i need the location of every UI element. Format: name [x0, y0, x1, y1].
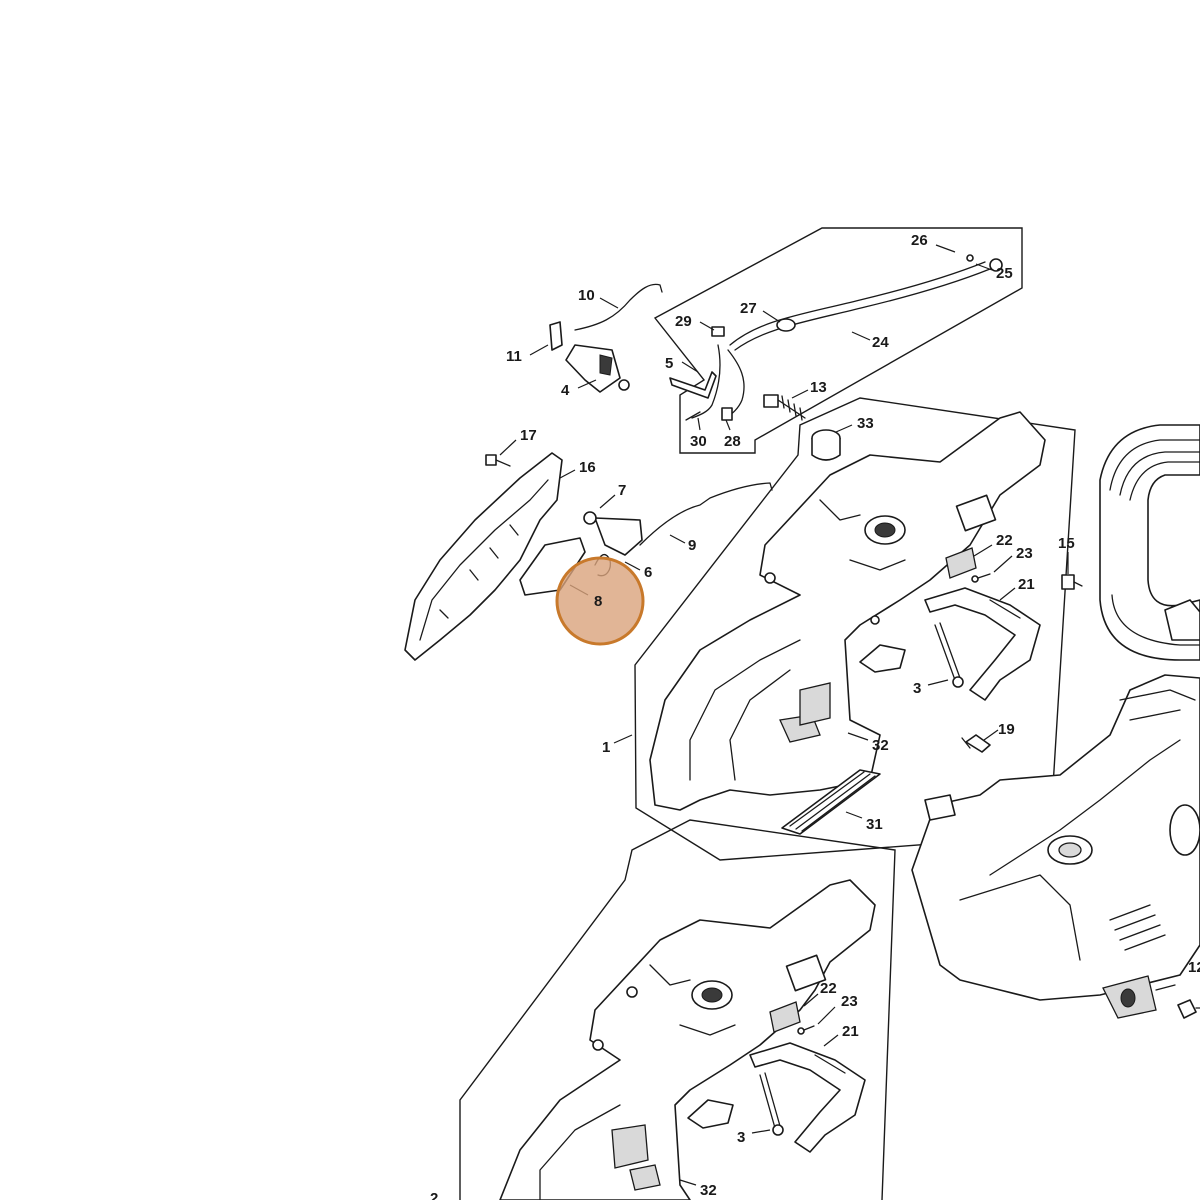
callout-4[interactable]: 4	[561, 382, 570, 399]
part-33-grommet	[811, 429, 841, 461]
callout-labels: 10 11 4 5 29 27 24 26 25 30 28 13 33 17 …	[430, 232, 1200, 1200]
callout-26[interactable]: 26	[911, 232, 928, 249]
handle-housing-upper-frame	[634, 397, 1076, 861]
parts-21-23-group-upper	[859, 547, 1041, 701]
trigger-lever-parts	[519, 511, 643, 596]
parts-21-23-group-lower	[687, 1001, 866, 1153]
callout-31[interactable]: 31	[866, 816, 883, 833]
part-13-screw	[763, 394, 806, 421]
part-5-bracket	[669, 371, 717, 399]
callout-2[interactable]: 2	[430, 1190, 438, 1200]
callout-11[interactable]: 11	[506, 348, 522, 365]
part-17-screw	[485, 454, 511, 467]
callout-24[interactable]: 24	[872, 334, 889, 351]
callout-21[interactable]: 21	[1018, 576, 1035, 593]
callout-21-lower[interactable]: 21	[842, 1023, 859, 1040]
part-12-group	[1102, 975, 1200, 1019]
callout-12[interactable]: 12	[1188, 959, 1200, 976]
part-19-screw	[961, 734, 991, 753]
callout-3-lower[interactable]: 3	[737, 1129, 745, 1146]
callout-6[interactable]: 6	[644, 564, 652, 581]
part-10-rod	[574, 283, 663, 331]
callout-19[interactable]: 19	[998, 721, 1015, 738]
callout-9[interactable]: 9	[688, 537, 696, 554]
rear-handle-housing-upper	[649, 411, 1046, 811]
callout-3[interactable]: 3	[913, 680, 921, 697]
switch-assembly	[549, 321, 630, 393]
part-15-screw	[1061, 574, 1083, 590]
harness-group-frame	[653, 227, 1023, 454]
front-handle-bar	[1099, 424, 1200, 661]
callout-23-lower[interactable]: 23	[841, 993, 858, 1010]
callout-29[interactable]: 29	[675, 313, 692, 330]
wiring-harness	[685, 254, 1003, 421]
callout-32-lower[interactable]: 32	[700, 1182, 717, 1199]
callout-8[interactable]: 8	[594, 593, 602, 610]
callout-16[interactable]: 16	[579, 459, 596, 476]
part-31-grip-pad	[781, 769, 881, 835]
callout-13[interactable]: 13	[810, 379, 827, 396]
callout-10[interactable]: 10	[578, 287, 595, 304]
callout-22[interactable]: 22	[996, 532, 1013, 549]
rear-handle-housing-lower	[499, 879, 876, 1200]
engine-block	[911, 674, 1200, 1001]
callout-1[interactable]: 1	[602, 739, 610, 756]
callout-7[interactable]: 7	[618, 482, 626, 499]
callout-5[interactable]: 5	[665, 355, 673, 372]
callout-32[interactable]: 32	[872, 737, 889, 754]
callout-23[interactable]: 23	[1016, 545, 1033, 562]
handle-housing-lower-frame	[459, 819, 896, 1200]
callout-15[interactable]: 15	[1058, 535, 1075, 552]
leader-lines	[499, 244, 1069, 1186]
callout-33[interactable]: 33	[857, 415, 874, 432]
part-9-throttle-rod	[639, 482, 773, 546]
callout-17[interactable]: 17	[520, 427, 537, 444]
part-16-handle-cover	[404, 452, 563, 661]
callout-30[interactable]: 30	[690, 433, 707, 450]
callout-22-lower[interactable]: 22	[820, 980, 837, 997]
highlight-circle[interactable]	[555, 556, 645, 646]
callout-28[interactable]: 28	[724, 433, 741, 450]
callout-25[interactable]: 25	[996, 265, 1013, 282]
callout-27[interactable]: 27	[740, 300, 757, 317]
